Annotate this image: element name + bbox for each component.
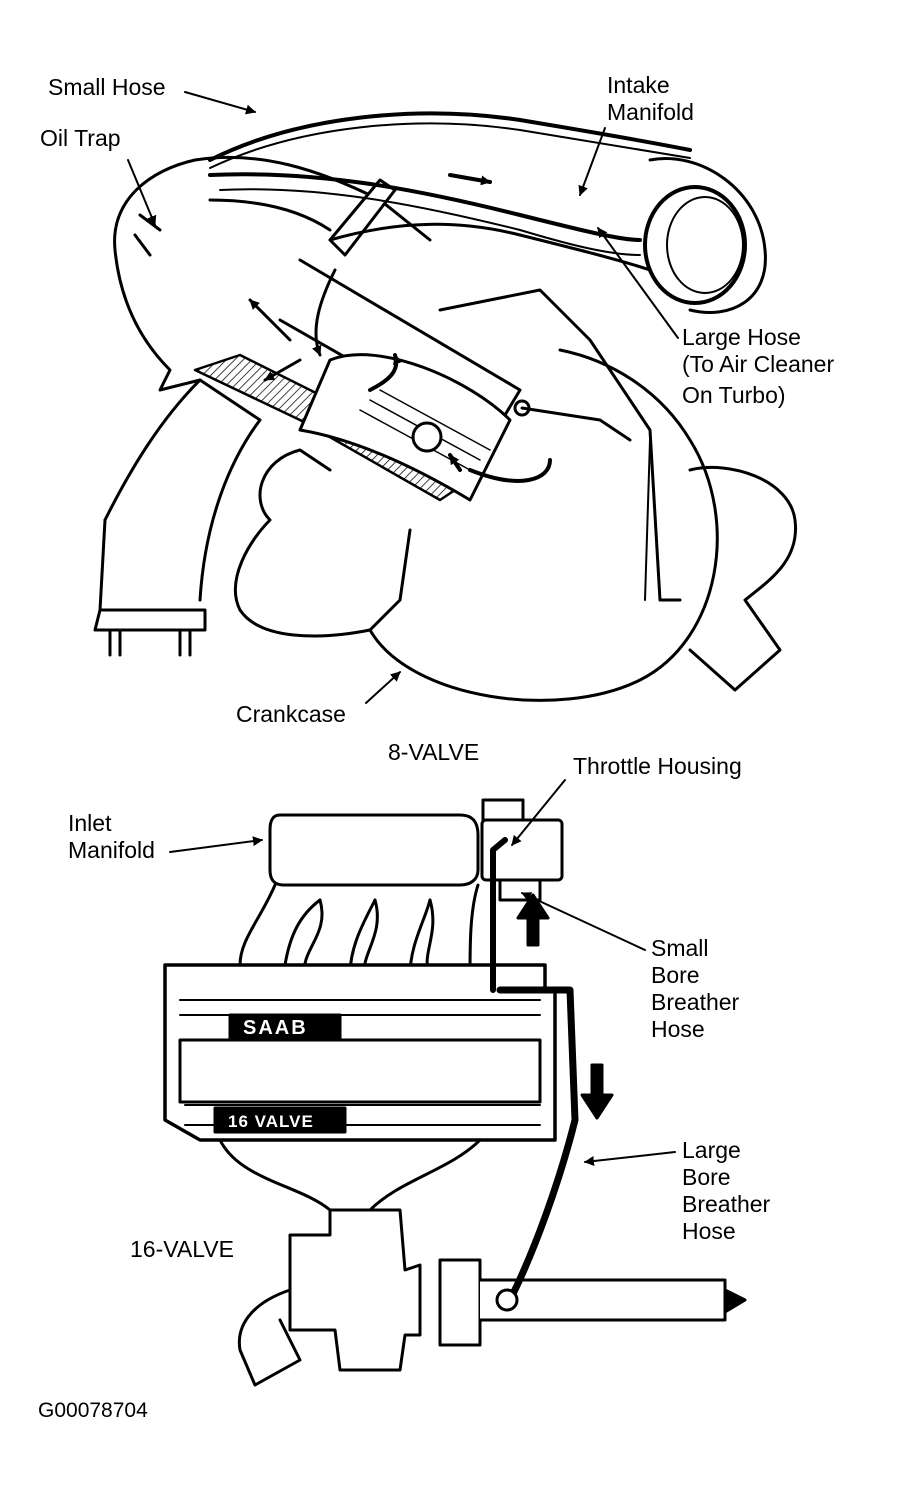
label-small-bore-line4: Hose [651, 1016, 705, 1042]
label-throttle-housing: Throttle Housing [573, 753, 742, 779]
cover-valve-label: 16 VALVE [228, 1112, 314, 1131]
label-small-bore-line1: Small [651, 935, 709, 961]
large-hose [208, 172, 642, 242]
label-small-bore-line2: Bore [651, 962, 700, 988]
label-intake-manifold: Intake Manifold [607, 72, 694, 126]
intake-manifold-tube [328, 222, 652, 272]
inlet-manifold [268, 813, 480, 887]
turbo-inlet [643, 185, 747, 305]
label-large-hose-line3: On Turbo) [682, 382, 786, 408]
title-16-valve: 16-VALVE [130, 1236, 234, 1262]
label-crankcase: Crankcase [236, 701, 346, 727]
intake-runner [103, 378, 262, 602]
title-8-valve: 8-VALVE [388, 739, 480, 765]
engine-16valve-drawing [163, 779, 747, 1387]
label-small-bore-breather-hose: Small Bore Breather Hose [651, 935, 739, 1043]
label-large-bore-line3: Breather [682, 1191, 771, 1217]
label-intake-manifold-line1: Intake [607, 72, 670, 98]
crankcase-body [368, 348, 719, 702]
label-intake-manifold-line2: Manifold [607, 99, 694, 125]
figure-id: G00078704 [38, 1399, 148, 1422]
label-inlet-manifold: Inlet Manifold [68, 810, 155, 864]
label-large-hose-line1: Large Hose [682, 324, 801, 350]
small-bore-breather-hose [490, 837, 508, 993]
label-small-bore-line3: Breather [651, 989, 740, 1015]
label-large-bore-line1: Large [682, 1137, 741, 1163]
label-inlet-manifold-line2: Manifold [68, 837, 155, 863]
label-inlet-manifold-line1: Inlet [68, 810, 112, 836]
turbo-housing [288, 1208, 422, 1372]
label-large-bore-line4: Hose [682, 1218, 736, 1244]
engine-8valve-drawing [93, 91, 798, 704]
cover-brand-label: SAAB [243, 1017, 308, 1039]
oil-trap-outline [113, 158, 202, 392]
label-large-hose-line2: (To Air Cleaner [682, 351, 835, 377]
small-hose [208, 111, 692, 162]
label-large-hose: Large Hose (To Air Cleaner On Turbo) [682, 324, 834, 409]
label-small-hose: Small Hose [48, 74, 166, 100]
label-large-bore-breather-hose: Large Bore Breather Hose [682, 1137, 770, 1245]
label-oil-trap: Oil Trap [40, 125, 121, 151]
large-bore-breather-hose [496, 986, 579, 1304]
label-large-bore-line2: Bore [682, 1164, 731, 1190]
